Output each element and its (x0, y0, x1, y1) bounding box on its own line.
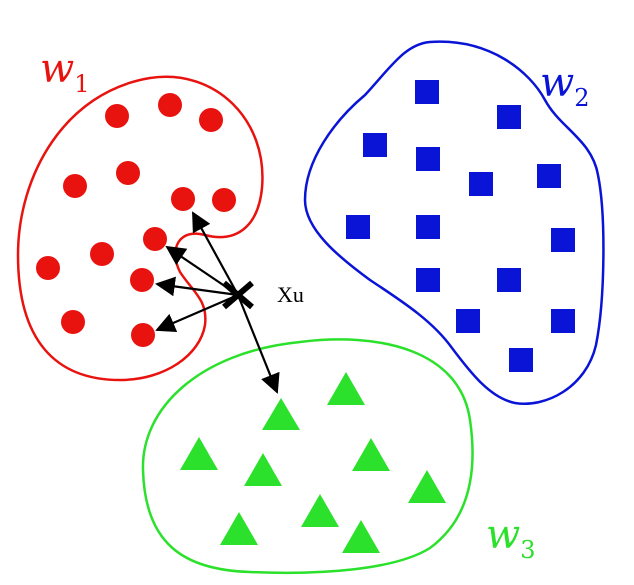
class-w2-point (346, 215, 370, 239)
query-point-cross (222, 280, 254, 310)
query-point-label: Xu (277, 282, 304, 307)
class-w3-point (408, 470, 446, 503)
class-w1-point (130, 268, 154, 292)
class-w2-label: w2 (540, 60, 590, 112)
class-w1-point (143, 227, 167, 251)
class-w3-points (180, 372, 446, 553)
class-w1-points (36, 93, 236, 347)
class-w2-point (456, 309, 480, 333)
class-w1-cluster: w1 (16, 46, 264, 382)
class-w3-point (220, 512, 258, 545)
class-w2-point (497, 268, 521, 292)
class-w2-point (416, 215, 440, 239)
class-w3-point (262, 398, 300, 430)
neighbor-arrow (192, 211, 239, 296)
class-w3-point (327, 372, 365, 405)
class-w2-point (363, 133, 387, 157)
class-w2-point (416, 268, 440, 292)
class-w3-label: w3 (486, 512, 536, 564)
class-w2-point (416, 147, 440, 171)
class-w2-point (497, 105, 521, 129)
class-w2-point (469, 172, 493, 196)
query-point-group: Xu (155, 211, 304, 394)
class-w3-boundary (141, 338, 474, 575)
class-w1-point (63, 174, 87, 198)
neighbor-arrow (155, 276, 239, 297)
class-w1-boundary (16, 75, 264, 382)
class-w1-point (90, 242, 114, 266)
neighbor-arrows (155, 211, 280, 394)
class-w3-point (342, 520, 380, 553)
class-w2-point (551, 228, 575, 252)
class-w1-point (212, 188, 236, 212)
class-w2-point (537, 164, 561, 188)
class-w1-point (199, 108, 223, 132)
class-w1-point (61, 310, 85, 334)
class-w2-points (346, 80, 575, 372)
neighbor-arrow (236, 294, 280, 394)
class-w2-cluster: w2 (303, 40, 605, 405)
class-w1-point (36, 256, 60, 280)
class-w3-point (352, 438, 390, 471)
class-w2-boundary (303, 40, 605, 405)
class-w2-point (551, 309, 575, 333)
class-w1-point (116, 161, 140, 185)
class-w3-point (244, 453, 282, 486)
class-w2-point (509, 348, 533, 372)
class-w1-point (131, 323, 155, 347)
class-w3-point (180, 437, 218, 470)
neighbor-arrow (155, 293, 239, 333)
class-w3-cluster: w3 (141, 338, 536, 575)
class-w3-point (301, 494, 339, 527)
class-w1-label: w1 (40, 46, 90, 98)
class-w1-point (105, 104, 129, 128)
class-w1-point (171, 187, 195, 211)
class-w2-point (415, 80, 439, 104)
class-w1-point (158, 93, 182, 117)
